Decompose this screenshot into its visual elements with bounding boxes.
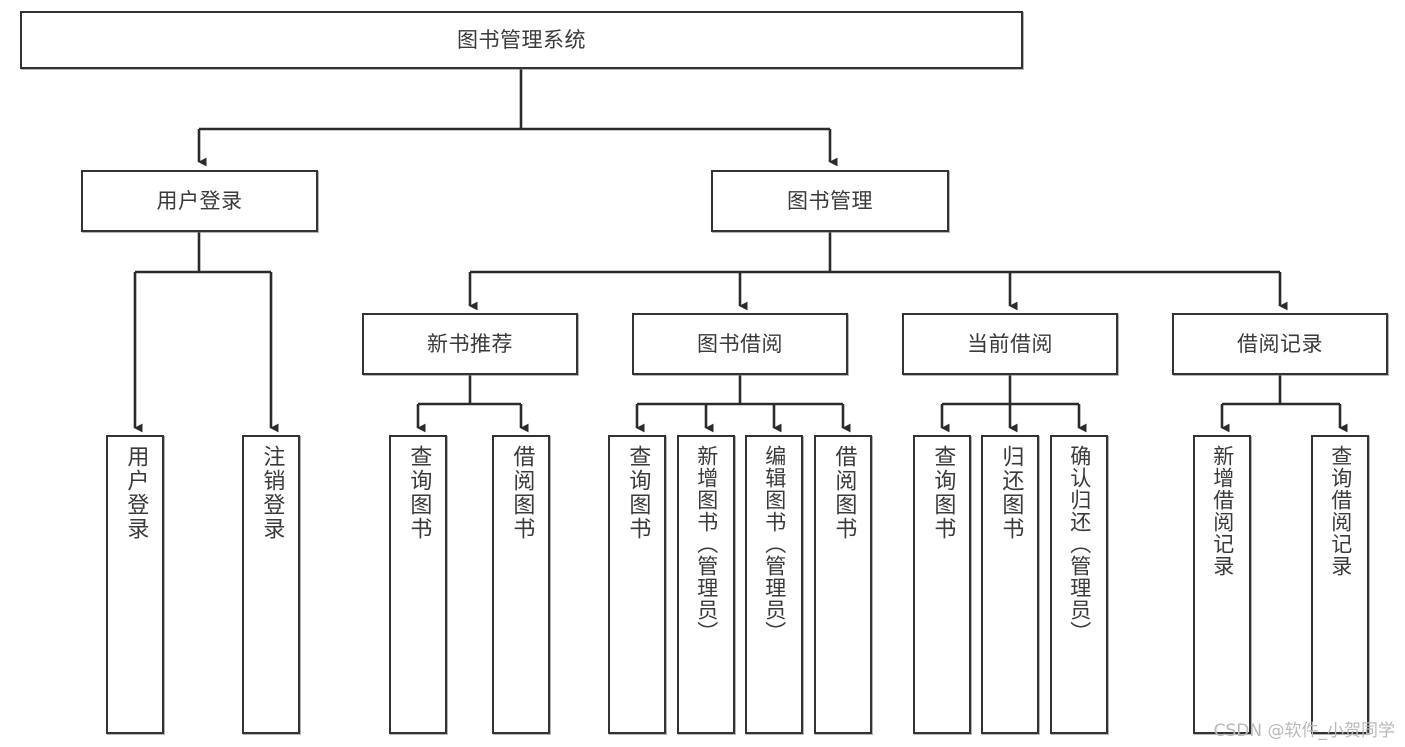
- node-new-book-rec-label: 新书推荐: [427, 331, 513, 356]
- node-book-manage-label: 图书管理: [787, 188, 873, 213]
- csdn-watermark: CSDN @软件_小贺同学: [1213, 721, 1395, 741]
- node-leaf-return-book-label: 归还图书: [998, 445, 1024, 541]
- node-leaf-confirm-return[interactable]: 确认归还（管理员）: [1050, 435, 1108, 734]
- node-leaf-query-book-2-label: 查询图书: [625, 445, 651, 541]
- node-book-manage[interactable]: 图书管理: [711, 170, 949, 232]
- node-leaf-query-book-1[interactable]: 查询图书: [389, 435, 447, 734]
- node-leaf-query-record-label: 查询借阅记录: [1328, 445, 1353, 577]
- node-leaf-borrow-book-2[interactable]: 借阅图书: [814, 435, 872, 734]
- node-leaf-return-book[interactable]: 归还图书: [981, 435, 1039, 734]
- node-leaf-query-book-3[interactable]: 查询图书: [913, 435, 971, 734]
- node-leaf-user-login[interactable]: 用户登录: [106, 435, 164, 734]
- node-leaf-add-record[interactable]: 新增借阅记录: [1193, 435, 1251, 734]
- node-leaf-confirm-return-label: 确认归还（管理员）: [1067, 445, 1092, 643]
- node-root[interactable]: 图书管理系统: [20, 11, 1023, 69]
- node-current-borrow-label: 当前借阅: [967, 331, 1053, 356]
- node-leaf-borrow-book-1[interactable]: 借阅图书: [492, 435, 550, 734]
- node-new-book-rec[interactable]: 新书推荐: [362, 313, 578, 375]
- node-leaf-query-record[interactable]: 查询借阅记录: [1311, 435, 1369, 734]
- node-root-label: 图书管理系统: [457, 27, 586, 52]
- node-current-borrow[interactable]: 当前借阅: [902, 313, 1118, 375]
- node-book-borrow[interactable]: 图书借阅: [632, 313, 848, 375]
- node-user-login-label: 用户登录: [156, 188, 243, 213]
- node-leaf-borrow-book-2-label: 借阅图书: [831, 445, 857, 541]
- node-leaf-logout-login-label: 注销登录: [259, 445, 285, 541]
- node-leaf-query-book-3-label: 查询图书: [930, 445, 956, 541]
- node-book-borrow-label: 图书借阅: [697, 331, 783, 356]
- node-leaf-add-book-label: 新增图书（管理员）: [694, 445, 719, 643]
- node-leaf-edit-book-label: 编辑图书（管理员）: [762, 445, 787, 643]
- node-leaf-add-book[interactable]: 新增图书（管理员）: [677, 435, 735, 734]
- node-leaf-add-record-label: 新增借阅记录: [1210, 445, 1235, 577]
- node-leaf-logout-login[interactable]: 注销登录: [242, 435, 300, 734]
- node-leaf-user-login-label: 用户登录: [123, 445, 149, 541]
- node-leaf-borrow-book-1-label: 借阅图书: [509, 445, 535, 541]
- node-leaf-query-book-2[interactable]: 查询图书: [608, 435, 666, 734]
- node-leaf-query-book-1-label: 查询图书: [406, 445, 432, 541]
- node-borrow-record[interactable]: 借阅记录: [1172, 313, 1388, 375]
- node-user-login[interactable]: 用户登录: [81, 170, 318, 232]
- node-leaf-edit-book[interactable]: 编辑图书（管理员）: [745, 435, 803, 734]
- node-borrow-record-label: 借阅记录: [1237, 331, 1323, 356]
